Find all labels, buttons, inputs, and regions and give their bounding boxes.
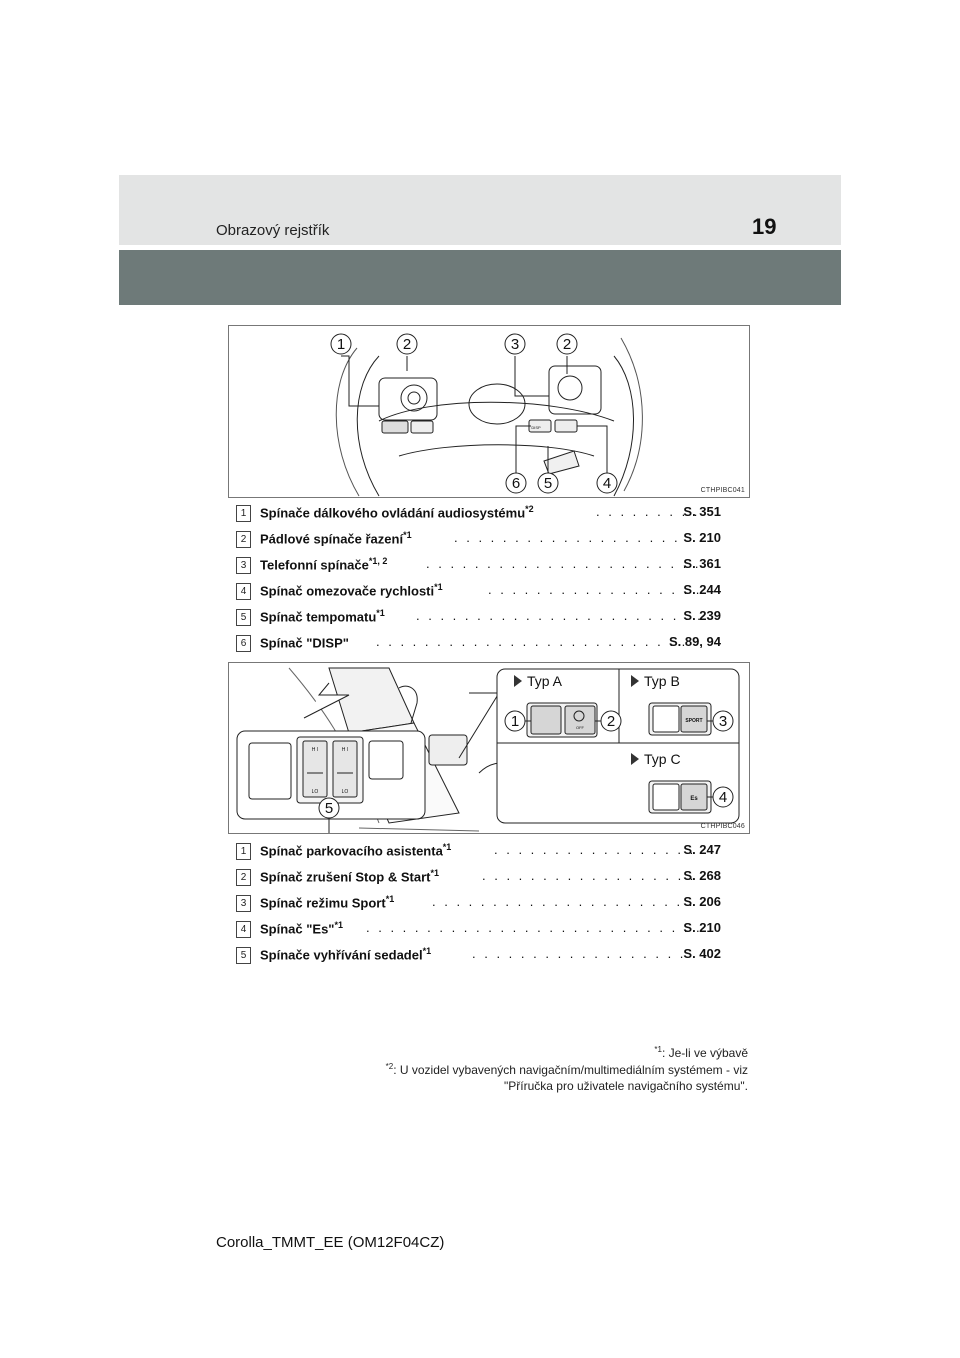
list-item: 5 Spínače vyhřívání sedadel*1 . . . . . … [236, 944, 756, 970]
figure-code: CTHPIBC046 [700, 823, 745, 830]
figure-steering-wheel: 1 2 3 2 6 5 4 DISP CTHPIBC041 [228, 325, 750, 498]
lo-label-left: LO [312, 789, 319, 795]
list-item: 2 Pádlové spínače řazení*1 . . . . . . .… [236, 528, 756, 554]
page-number: 19 [752, 214, 777, 239]
list-item: 4 Spínač "Es"*1 . . . . . . . . . . . . … [236, 918, 756, 944]
list-steering-switches: 1 Spínače dálkového ovládání audiosystém… [236, 502, 756, 658]
type-a-label: Typ A [527, 673, 563, 689]
callout-5: 5 [544, 475, 552, 492]
header-band [119, 175, 841, 245]
sport-label: SPORT [685, 718, 702, 724]
disp-button-label: DISP [531, 425, 541, 430]
steering-wheel-illustration: 1 2 3 2 6 5 4 DISP [330, 333, 643, 497]
callout-6: 6 [512, 475, 520, 492]
header-bar [119, 250, 841, 305]
list-item: 3 Spínač režimu Sport*1 . . . . . . . . … [236, 892, 756, 918]
es-label: Es [690, 796, 698, 802]
callout-4: 4 [719, 789, 727, 806]
list-item: 4 Spínač omezovače rychlosti*1 . . . . .… [236, 580, 756, 606]
type-b-label: Typ B [644, 673, 680, 689]
list-item: 1 Spínače dálkového ovládání audiosystém… [236, 502, 756, 528]
hi-label-right: H I [342, 747, 348, 753]
off-label: OFF [576, 725, 585, 730]
callout-3: 3 [511, 336, 519, 353]
footnote-1: *1: Je-li ve výbavě [654, 1045, 748, 1060]
callout-2b: 2 [563, 336, 571, 353]
callout-3: 3 [719, 713, 727, 730]
list-item: 3 Telefonní spínače*1, 2 . . . . . . . .… [236, 554, 756, 580]
section-title: Obrazový rejstřík [216, 222, 330, 239]
callout-4: 4 [603, 475, 611, 492]
hi-label-left: H I [312, 747, 318, 753]
footnote-2-line2: "Příručka pro uživatele navigačního syst… [504, 1079, 748, 1093]
list-item: 2 Spínač zrušení Stop & Start*1 . . . . … [236, 866, 756, 892]
callout-2: 2 [607, 713, 615, 730]
callout-1: 1 [337, 336, 345, 353]
figure-code: CTHPIBC041 [700, 487, 745, 494]
list-console-switches: 1 Spínač parkovacího asistenta*1 . . . .… [236, 840, 756, 970]
lo-label-right: LO [342, 789, 349, 795]
figure-center-console: Typ A Typ B Typ C OFF SPORT Es H I H I L… [228, 662, 750, 834]
list-item: 1 Spínač parkovacího asistenta*1 . . . .… [236, 840, 756, 866]
footnote-2: *2: U vozidel vybavených navigačním/mult… [385, 1062, 748, 1077]
document-id: Corolla_TMMT_EE (OM12F04CZ) [216, 1234, 445, 1251]
center-console-illustration: Typ A Typ B Typ C OFF SPORT Es H I H I L… [236, 667, 740, 833]
list-item: 6 Spínač "DISP" . . . . . . . . . . . . … [236, 632, 756, 658]
list-item: 5 Spínač tempomatu*1 . . . . . . . . . .… [236, 606, 756, 632]
type-c-label: Typ C [644, 751, 681, 767]
callout-1: 1 [511, 713, 519, 730]
callout-2: 2 [403, 336, 411, 353]
callout-5: 5 [325, 800, 333, 817]
